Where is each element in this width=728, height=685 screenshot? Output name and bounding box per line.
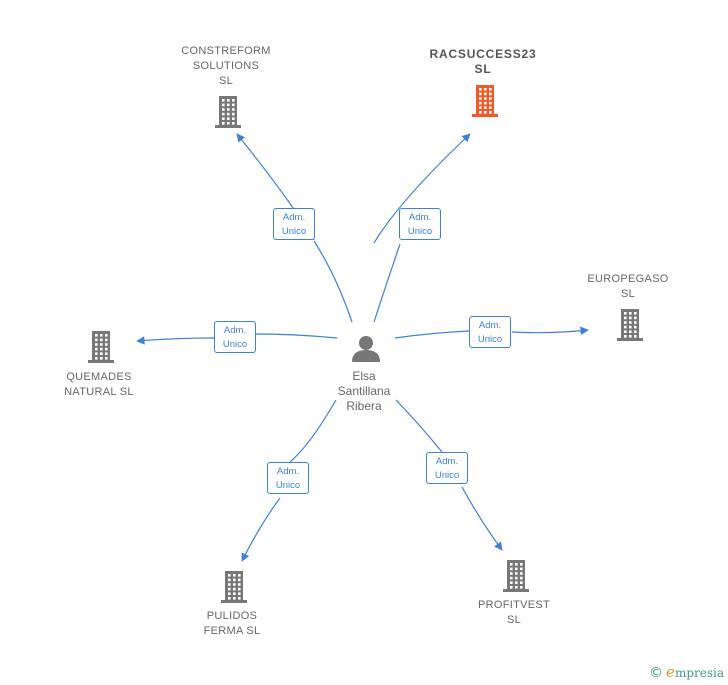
company-name-racsuccess[interactable]: RACSUCCESS23 SL [429, 47, 537, 76]
company-name-pulidos[interactable]: PULIDOS FERMA SL [203, 610, 261, 637]
building-icon-pulidos[interactable] [221, 571, 247, 603]
building-icon-quemades[interactable] [88, 331, 114, 363]
role-badge-pulidos[interactable]: Adm. Unico [267, 462, 309, 494]
watermark: ©empresia [649, 663, 724, 681]
edge-europegaso-arrow [511, 326, 589, 335]
brand-logo-initial: e [666, 663, 675, 681]
role-badge-europegaso[interactable]: Adm. Unico [469, 316, 511, 348]
role-badge-profitvest[interactable]: Adm. Unico [426, 452, 468, 484]
role-label-line2: Unico [407, 226, 433, 237]
role-label-line2: Unico [434, 470, 460, 481]
role-label-line1: Adm. [282, 212, 306, 223]
role-badge-constreform[interactable]: Adm. Unico [273, 208, 315, 240]
role-label-line1: Adm. [276, 466, 300, 477]
role-badge-racsuccess[interactable]: Adm. Unico [399, 208, 441, 240]
edge-pulidos-inner [289, 399, 337, 463]
copyright-symbol: © [649, 665, 664, 681]
edge-racsuccess-arrow [373, 133, 471, 244]
brand-logo-text: mpresia [674, 666, 724, 680]
edge-quemades-inner [255, 333, 338, 339]
role-label-line1: Adm. [435, 456, 459, 467]
building-icon-racsuccess[interactable] [472, 85, 498, 117]
building-icon-profitvest[interactable] [503, 560, 529, 592]
edge-profitvest-arrow [461, 486, 503, 551]
person-icon[interactable] [352, 336, 380, 362]
role-label-line2: Unico [222, 339, 248, 350]
edge-racsuccess-inner [373, 243, 401, 323]
role-label-line1: Adm. [478, 320, 502, 331]
edge-constreform-inner [313, 240, 353, 323]
person-name[interactable]: Elsa Santillana Ribera [337, 369, 391, 413]
role-label-line1: Adm. [408, 212, 432, 223]
role-label-line2: Unico [281, 226, 307, 237]
role-badge-quemades[interactable]: Adm. Unico [214, 321, 256, 353]
building-icon-europegaso[interactable] [617, 309, 643, 341]
edge-profitvest-inner [395, 399, 443, 453]
company-name-europegaso[interactable]: EUROPEGASO SL [587, 273, 669, 300]
role-label-line1: Adm. [223, 325, 247, 336]
edge-quemades-arrow [136, 336, 215, 345]
role-label-line2: Unico [477, 334, 503, 345]
role-label-line2: Unico [275, 480, 301, 491]
company-name-profitvest[interactable]: PROFITVEST SL [477, 599, 551, 626]
company-name-constreform[interactable]: CONSTREFORM SOLUTIONS SL [181, 45, 271, 87]
edge-pulidos-arrow [241, 497, 281, 562]
building-icon-constreform[interactable] [215, 96, 241, 128]
company-name-quemades[interactable]: QUEMADES NATURAL SL [64, 371, 134, 398]
edge-europegaso-inner [394, 330, 470, 339]
